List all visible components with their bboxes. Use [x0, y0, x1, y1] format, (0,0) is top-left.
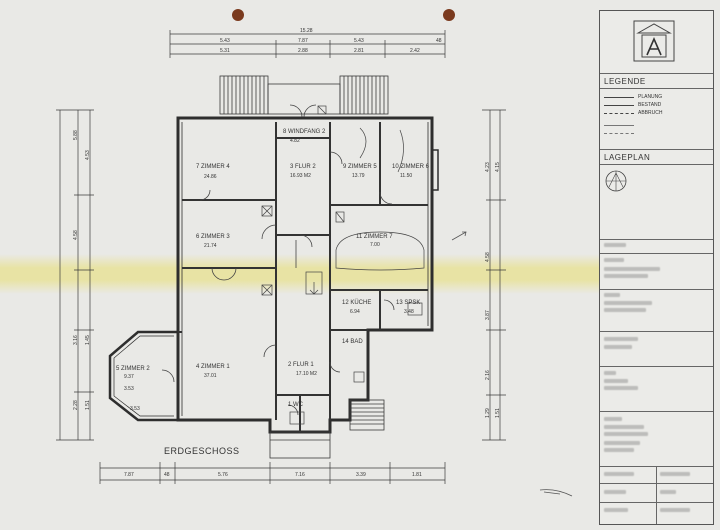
- svg-text:3.48: 3.48: [404, 309, 414, 315]
- legend-line-bestand: [604, 105, 634, 106]
- svg-text:4.15: 4.15: [495, 162, 501, 172]
- room-zimmer4-name: 7 ZIMMER 4: [196, 164, 230, 170]
- punch-hole-right: [443, 9, 455, 21]
- title-block: LEGENDE PLANUNG BESTAND ABBRUCH LAGEPLAN: [599, 10, 714, 525]
- room-bad-name: 14 BAD: [342, 339, 363, 345]
- room-zimmer7-name: 11 ZIMMER 7: [356, 234, 393, 240]
- room-flur1-name: 2 FLUR 1: [288, 362, 314, 368]
- dim-top-overall: 15.28: [300, 28, 313, 34]
- svg-text:2.81: 2.81: [354, 48, 364, 54]
- svg-text:13.79: 13.79: [352, 173, 365, 179]
- svg-text:24.86: 24.86: [204, 174, 217, 180]
- legend-heading: LEGENDE: [604, 77, 646, 86]
- svg-text:3.53: 3.53: [124, 386, 134, 392]
- svg-text:2.16: 2.16: [485, 370, 491, 380]
- svg-text:5.43: 5.43: [354, 38, 364, 44]
- svg-text:2.28: 2.28: [73, 400, 79, 410]
- svg-text:7.16: 7.16: [295, 472, 305, 478]
- svg-text:4.58: 4.58: [485, 252, 491, 262]
- svg-text:21.74: 21.74: [204, 243, 217, 249]
- svg-text:16.93 M2: 16.93 M2: [290, 173, 311, 179]
- door-swings: [161, 104, 395, 416]
- legend-line-abbruch: [604, 113, 634, 114]
- room-speis-name: 13 SPSK: [396, 300, 420, 306]
- svg-text:7.00: 7.00: [370, 242, 380, 248]
- dimension-labels: 15.28 5.43 7.87 5.43 48 5.31 2.88 2.81 2…: [124, 28, 442, 478]
- svg-text:5.31: 5.31: [220, 48, 230, 54]
- legend-item-bestand: BESTAND: [638, 102, 662, 108]
- room-kueche-name: 12 KÜCHE: [342, 299, 371, 306]
- pencil-marks: [451, 231, 573, 497]
- outer-walls: [108, 116, 439, 434]
- svg-text:5.76: 5.76: [218, 472, 228, 478]
- room-wc-name: 1 WC: [288, 402, 304, 408]
- svg-text:4.58: 4.58: [73, 230, 79, 240]
- svg-text:9.37: 9.37: [124, 374, 134, 380]
- svg-text:2.42: 2.42: [410, 48, 420, 54]
- svg-text:48: 48: [164, 472, 170, 478]
- svg-text:5.43: 5.43: [220, 38, 230, 44]
- room-zimmer5-name: 9 ZIMMER 5: [343, 164, 377, 170]
- svg-text:3.87: 3.87: [485, 310, 491, 320]
- svg-text:37.01: 37.01: [204, 373, 217, 379]
- svg-text:1.45: 1.45: [85, 335, 91, 345]
- floor-label: ERDGESCHOSS: [164, 446, 240, 456]
- svg-text:1.29: 1.29: [485, 408, 491, 418]
- stairs-bottom: [269, 399, 385, 459]
- room-zimmer6-name: 10 ZIMMER 6: [392, 164, 430, 170]
- legend-item-planung: PLANUNG: [638, 94, 663, 100]
- svg-text:3.39: 3.39: [356, 472, 366, 478]
- svg-text:4.23: 4.23: [485, 162, 491, 172]
- room-windfang-name: 8 WINDFANG 2: [283, 129, 326, 135]
- room-flur2-name: 3 FLUR 2: [290, 164, 316, 170]
- svg-text:1.51: 1.51: [495, 408, 501, 418]
- floor-plan-drawing: 15.28 5.43 7.87 5.43 48 5.31 2.88 2.81 2…: [56, 28, 573, 497]
- stairs-top: [219, 75, 389, 115]
- legend-line-planung: [604, 97, 634, 98]
- svg-text:7.87: 7.87: [298, 38, 308, 44]
- room-zimmer2-name: 5 ZIMMER 2: [116, 366, 150, 372]
- svg-text:48: 48: [436, 38, 442, 44]
- svg-text:1.81: 1.81: [412, 472, 422, 478]
- svg-text:3.53: 3.53: [130, 406, 140, 412]
- svg-text:7.87: 7.87: [124, 472, 134, 478]
- room-zimmer3-name: 6 ZIMMER 3: [196, 234, 230, 240]
- svg-text:4.53: 4.53: [85, 150, 91, 160]
- svg-text:4.82: 4.82: [290, 138, 300, 144]
- svg-text:3.16: 3.16: [73, 335, 79, 345]
- punch-hole-left: [232, 9, 244, 21]
- site-plan-heading: LAGEPLAN: [604, 153, 651, 162]
- site-plan-icon: [605, 170, 627, 192]
- interior-walls: [178, 122, 428, 432]
- room-labels: 8 WINDFANG 2 4.82 7 ZIMMER 4 24.86 3 FLU…: [116, 129, 430, 408]
- svg-text:2.88: 2.88: [298, 48, 308, 54]
- room-zimmer1-name: 4 ZIMMER 1: [196, 364, 230, 370]
- svg-text:5.88: 5.88: [73, 130, 79, 140]
- svg-text:1.51: 1.51: [85, 400, 91, 410]
- svg-text:6.94: 6.94: [350, 309, 360, 315]
- svg-text:17.10 M2: 17.10 M2: [296, 371, 317, 377]
- svg-text:11.50: 11.50: [400, 173, 412, 179]
- dimension-labels-vertical: 5.88 4.58 4.53 3.16 1.45 2.28 1.51 4.23 …: [73, 130, 501, 418]
- architect-logo-icon: [633, 20, 675, 62]
- fixtures: [261, 105, 425, 425]
- legend-item-abbruch: ABBRUCH: [638, 110, 663, 116]
